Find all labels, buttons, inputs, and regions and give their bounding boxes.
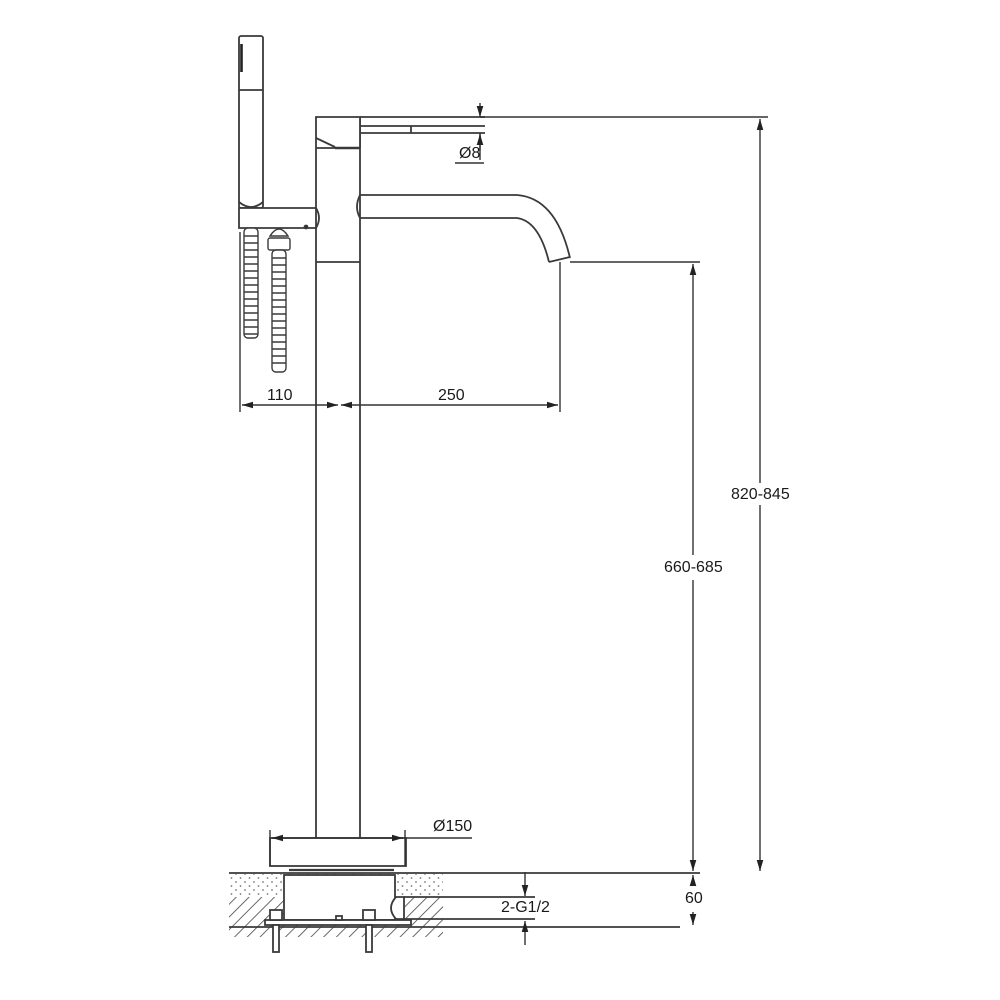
handle-diameter-label: Ø8 [459, 145, 481, 162]
flexible-hoses [243, 227, 291, 373]
inlet-connection-label: 2-G1/2 [501, 899, 550, 916]
tap-column [315, 118, 361, 860]
handshower-holder [238, 207, 320, 230]
spout [356, 194, 571, 263]
floor-section [229, 837, 700, 953]
total-height-label: 820-845 [730, 486, 791, 503]
spout-reach-label: 250 [438, 387, 465, 404]
floor-depth-label: 60 [684, 890, 704, 907]
base-diameter-label: Ø150 [433, 818, 473, 835]
handshower-offset-label: 110 [267, 387, 293, 404]
lever-handle [315, 116, 485, 150]
spout-height-label: 660-685 [663, 559, 724, 576]
dimension-lines [239, 103, 768, 945]
handshower [238, 35, 264, 209]
